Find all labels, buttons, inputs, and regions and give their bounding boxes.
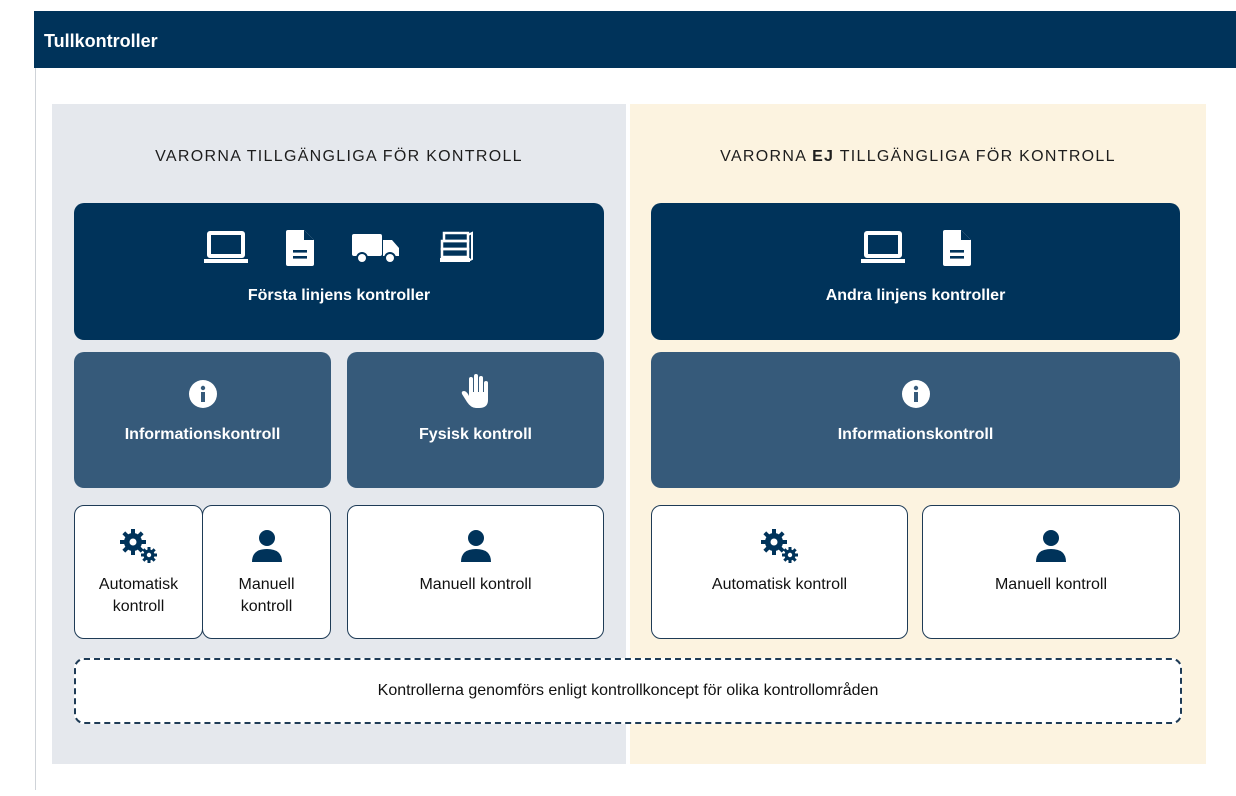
pallet-boxes-icon [438,230,474,266]
info-icon [188,380,217,408]
truck-icon [352,230,400,266]
gears-icon [118,528,160,564]
right-title-post: TILLGÄNGLIGA FÖR KONTROLL [839,148,1116,165]
left-manual-control-box: Manuell kontroll [202,505,331,639]
second-line-controls-box: Andra linjens kontroller [651,203,1180,340]
laptop-icon [204,230,248,266]
left-manual-label-line2: kontroll [240,598,293,615]
hand-icon [461,374,491,410]
right-automatic-control-box: Automatisk kontroll [651,505,908,639]
physical-control-box: Fysisk kontroll [347,352,604,488]
laptop-icon [860,230,905,266]
second-line-label: Andra linjens kontroller [825,287,1006,304]
right-automatic-label: Automatisk kontroll [711,576,848,593]
right-title-bold: EJ [812,148,835,165]
right-information-control-box: Informationskontroll [651,352,1180,488]
control-concept-note: Kontrollerna genomförs enligt kontrollko… [74,658,1182,724]
left-column-title: VARORNA TILLGÄNGLIGA FÖR KONTROLL [52,148,626,166]
left-automatic-label-line1: Automatisk [98,576,179,593]
left-manual-label-line1: Manuell [238,576,295,593]
left-rule [35,68,36,790]
left-automatic-control-box: Automatisk kontroll [74,505,203,639]
left-info-label: Informationskontroll [124,426,281,443]
right-column-title: VARORNA EJ TILLGÄNGLIGA FÖR KONTROLL [630,148,1206,166]
left-manual-wide-label: Manuell kontroll [419,576,532,593]
person-icon [459,530,493,562]
left-information-control-box: Informationskontroll [74,352,331,488]
right-title-pre: VARORNA [720,148,807,165]
person-icon [250,530,284,562]
first-line-controls-box: Första linjens kontroller [74,203,604,340]
header-rule [34,65,1236,68]
left-manual-label: Manuell kontroll [203,574,330,618]
person-icon [1034,530,1068,562]
document-icon [942,230,971,266]
page-title: Tullkontroller [44,31,158,51]
first-line-label: Första linjens kontroller [247,287,431,304]
right-info-label: Informationskontroll [837,426,994,443]
control-concept-note-text: Kontrollerna genomförs enligt kontrollko… [377,682,879,699]
physical-control-label: Fysisk kontroll [419,426,532,443]
info-icon [901,380,930,408]
left-automatic-label-line2: kontroll [112,598,165,615]
page-header: Tullkontroller [34,11,1236,65]
right-manual-control-box: Manuell kontroll [922,505,1180,639]
right-manual-label: Manuell kontroll [994,576,1108,593]
gears-icon [759,528,801,564]
left-manual-control-wide-box: Manuell kontroll [347,505,604,639]
left-column-title-text: VARORNA TILLGÄNGLIGA FÖR KONTROLL [155,148,523,165]
document-icon [286,230,314,266]
left-automatic-label: Automatisk kontroll [75,574,202,618]
